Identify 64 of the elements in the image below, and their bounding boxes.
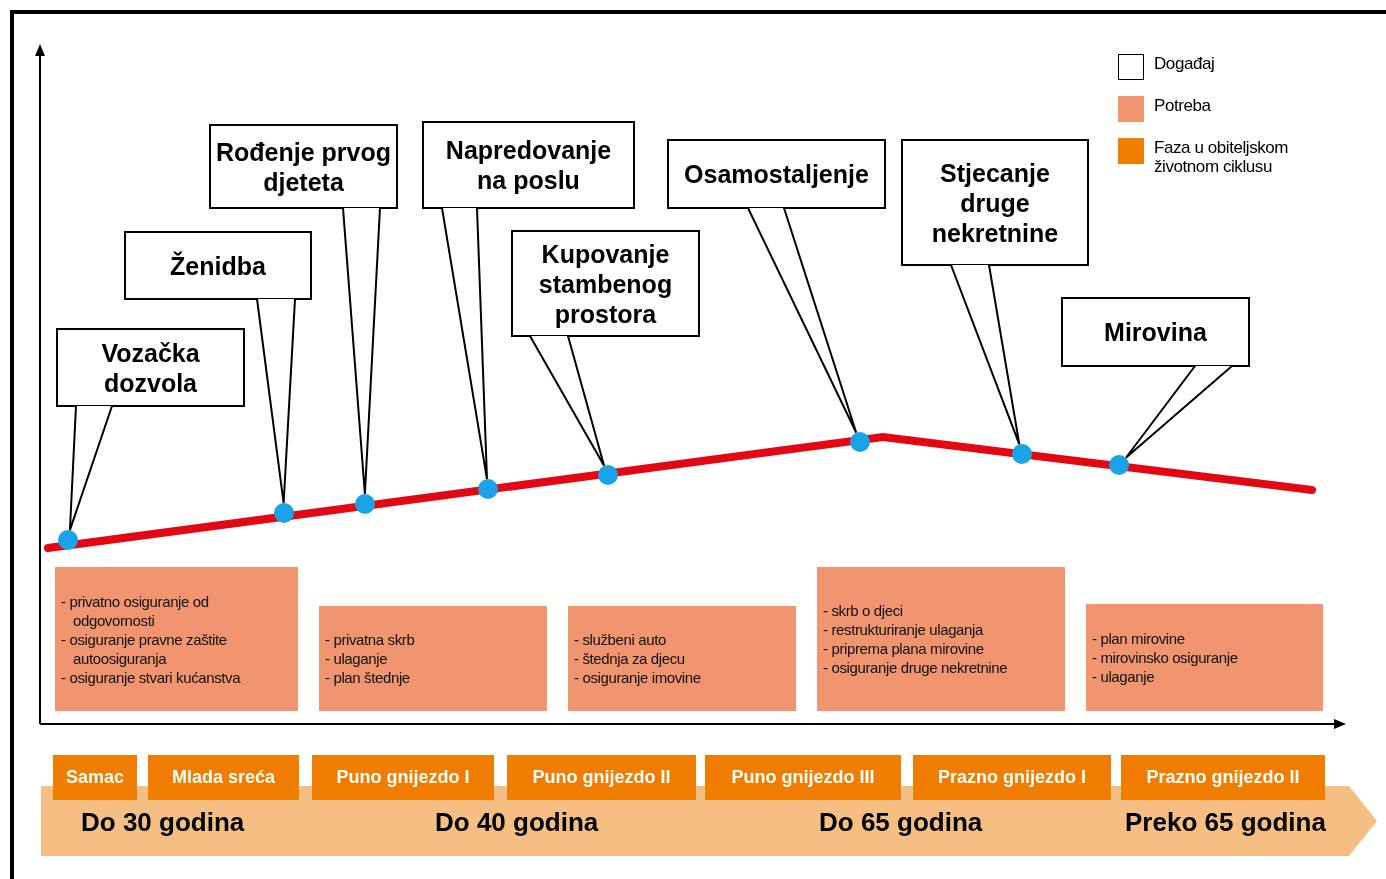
need-box (55, 567, 298, 711)
need-box (319, 606, 547, 711)
callout-box (124, 231, 312, 300)
age-label: Do 65 godina (819, 806, 983, 839)
need-item: - ulaganje (325, 649, 389, 668)
callout-box (422, 121, 635, 209)
callout-box (209, 124, 398, 209)
event-label: Rođenje prvog djeteta (215, 136, 392, 197)
need-item: - restrukturiranje ulaganja (823, 620, 985, 639)
callout-tail (342, 207, 381, 495)
need-item: - privatno osiguranje od odgovornosti (61, 591, 210, 630)
callout-tail (68, 405, 113, 532)
need-item: - osiguranje pravne zaštite autoosiguranja (61, 629, 228, 668)
phase-label: Puno gnijezdo II (532, 766, 671, 789)
need-box (817, 567, 1065, 711)
phase-box (507, 755, 696, 800)
event-label: Napredovanje na poslu (444, 135, 613, 195)
callout-tail (747, 207, 858, 434)
need-item: - privatna skrb (325, 630, 416, 649)
phase-box (53, 755, 137, 800)
need-item: - mirovinsko osiguranje (1092, 648, 1239, 667)
need-item: - osiguranje druge nekretnine (823, 658, 1009, 677)
event-label: Stjecanje druge nekretnine (930, 157, 1060, 248)
event-label: Mirovina (1103, 317, 1208, 347)
age-label: Do 30 godina (81, 806, 245, 839)
need-item: - štednja za djecu (574, 649, 686, 668)
phase-label: Puno gnijezdo I (336, 766, 470, 789)
callout-tail (256, 298, 296, 504)
phase-label: Puno gnijezdo III (731, 766, 875, 789)
age-label: Do 40 godina (435, 806, 599, 839)
phase-box (705, 755, 901, 800)
phase-label: Samac (65, 766, 124, 789)
need-box (1086, 604, 1323, 711)
need-item: - plan štednje (325, 668, 411, 687)
callout-tail (1124, 365, 1233, 459)
callout-box (901, 139, 1089, 266)
callout-tail (950, 264, 1021, 446)
need-item: - ulaganje (1092, 667, 1156, 686)
need-item: - službeni auto (574, 630, 667, 649)
event-label: Kupovanje stambenog prostora (537, 238, 674, 329)
need-box (568, 606, 796, 711)
legend-label: Faza u obiteljskom životnom ciklusu (1154, 138, 1290, 176)
need-item: - plan mirovine (1092, 629, 1186, 648)
event-label: Vozačka dozvola (100, 337, 201, 398)
legend-label: Događaj (1154, 54, 1216, 73)
callout-tail (529, 335, 606, 467)
legend-label: Potreba (1154, 96, 1212, 115)
need-item: - osiguranje stvari kućanstva (61, 667, 242, 687)
phase-label: Prazno gnijezdo I (938, 766, 1086, 789)
phase-box (1121, 755, 1325, 800)
need-item: - skrb o djeci (823, 601, 904, 620)
phase-label: Prazno gnijezdo II (1146, 766, 1300, 789)
phase-label: Mlada sreća (171, 766, 276, 789)
phase-box (148, 755, 299, 800)
phase-box (913, 755, 1111, 800)
need-item: - osiguranje imovine (574, 668, 702, 687)
callout-box (667, 139, 886, 209)
phase-box (312, 755, 494, 800)
callout-tail (441, 207, 488, 481)
age-label: Preko 65 godina (1125, 806, 1326, 839)
callout-box (1061, 297, 1250, 367)
event-label: Osamostaljenje (683, 159, 870, 189)
need-item: - priprema plana mirovine (823, 639, 985, 658)
event-label: Ženidba (169, 250, 267, 281)
